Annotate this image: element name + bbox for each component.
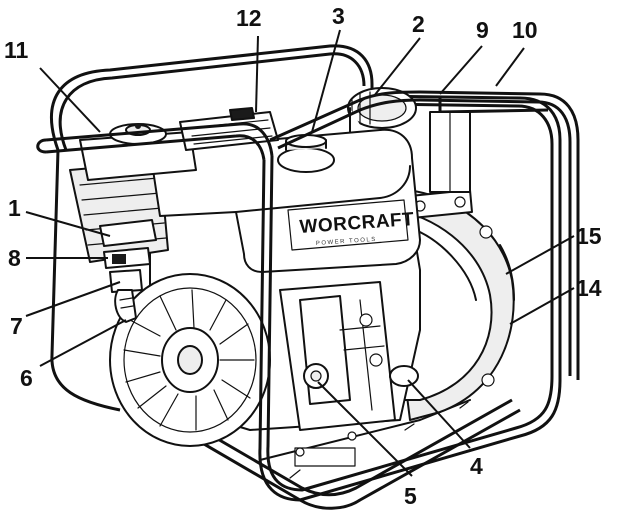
callout-7: 7 xyxy=(10,313,23,339)
callout-6: 6 xyxy=(20,365,33,391)
callout-2: 2 xyxy=(412,11,425,37)
callout-9: 9 xyxy=(476,17,489,43)
leader-6 xyxy=(39,319,127,367)
callout-1: 1 xyxy=(8,195,21,221)
callout-3: 3 xyxy=(332,3,345,29)
callout-8: 8 xyxy=(8,245,21,271)
leader-1 xyxy=(25,211,111,237)
leader-9 xyxy=(439,45,483,95)
leader-15 xyxy=(505,235,575,275)
callout-10: 10 xyxy=(512,17,538,43)
callout-4: 4 xyxy=(470,453,483,479)
leader-3 xyxy=(311,29,341,133)
leader-11 xyxy=(39,67,101,133)
callout-15: 15 xyxy=(576,223,602,249)
leader-10 xyxy=(495,47,525,87)
callout-12: 12 xyxy=(236,5,262,31)
recoil-starter xyxy=(109,273,271,447)
leader-12 xyxy=(255,35,259,113)
brand-logo-subtext: POWER TOOLS xyxy=(316,237,377,247)
pump-housing xyxy=(394,111,515,421)
leader-14 xyxy=(509,287,575,325)
leader-4 xyxy=(407,379,471,449)
fuel-tank: WORCRAFT POWER TOOLS xyxy=(149,128,421,273)
pump-front-details xyxy=(279,281,419,457)
callout-11: 11 xyxy=(4,37,29,63)
callout-labels: 11 12 3 2 9 10 1 8 7 6 15 14 4 5 xyxy=(4,3,602,509)
leader-2 xyxy=(373,37,421,97)
engine-controls xyxy=(99,219,157,323)
leader-5 xyxy=(317,381,413,477)
leader-7 xyxy=(25,281,121,317)
air-filter xyxy=(79,123,197,181)
callout-5: 5 xyxy=(404,483,417,509)
callout-14: 14 xyxy=(576,275,602,301)
leader-lines xyxy=(25,29,575,477)
